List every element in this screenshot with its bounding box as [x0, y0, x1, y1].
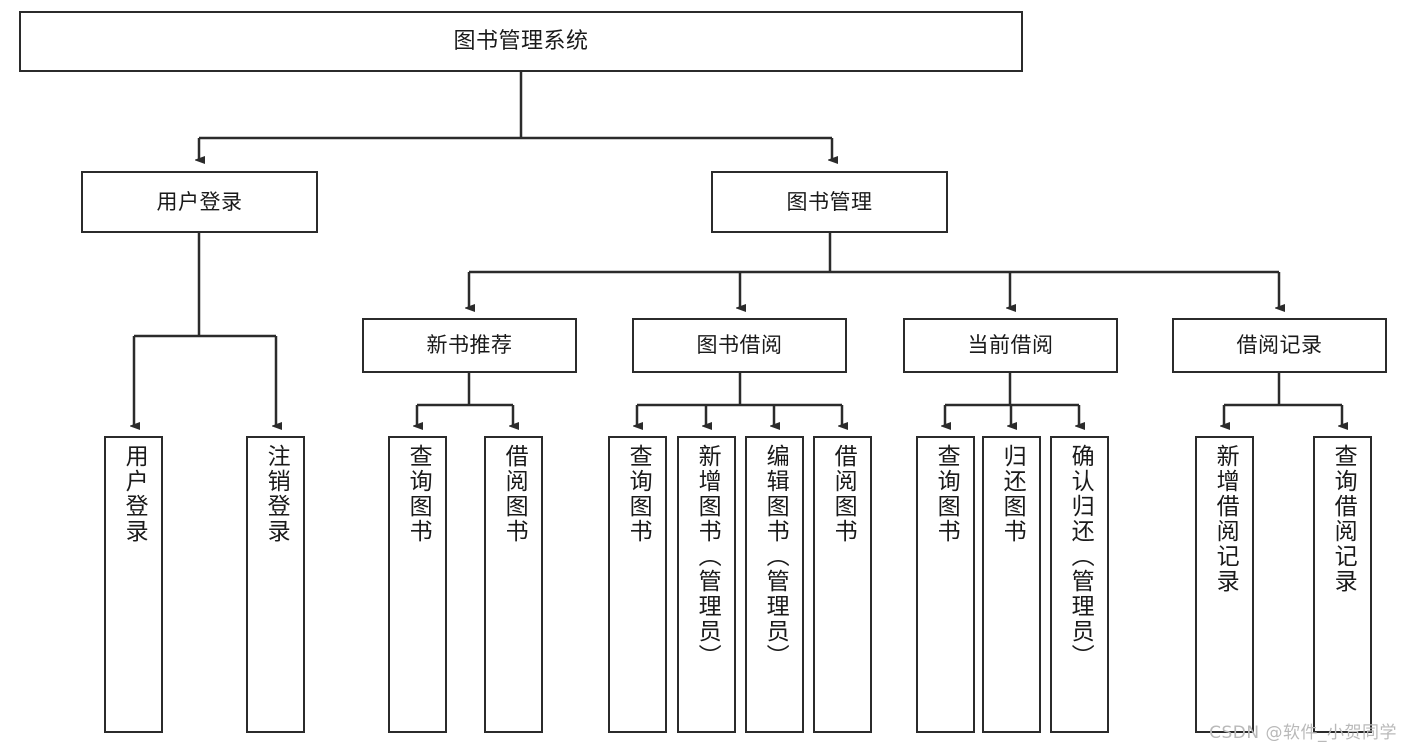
node-current-borrow-label: 当前借阅 [967, 333, 1054, 358]
node-book-borrow-label: 图书借阅 [696, 333, 783, 358]
node-leaf-add-book[interactable]: 新增图书（管理员） [677, 436, 736, 733]
node-borrow-record-label: 借阅记录 [1236, 333, 1323, 358]
node-leaf-query-book-2-label: 查询图书 [625, 444, 652, 544]
node-book-manage[interactable]: 图书管理 [711, 171, 948, 233]
node-leaf-query-record-label: 查询借阅记录 [1330, 444, 1357, 594]
node-leaf-query-book-2[interactable]: 查询图书 [608, 436, 667, 733]
node-book-manage-label: 图书管理 [786, 189, 873, 214]
node-root-label: 图书管理系统 [453, 28, 589, 54]
node-leaf-query-record[interactable]: 查询借阅记录 [1313, 436, 1372, 733]
node-user-login-label: 用户登录 [156, 189, 243, 214]
node-leaf-query-book-1[interactable]: 查询图书 [388, 436, 447, 733]
node-leaf-return-book-label: 归还图书 [999, 444, 1026, 544]
node-leaf-edit-book-label: 编辑图书（管理员） [762, 444, 789, 669]
node-leaf-borrow-book-2[interactable]: 借阅图书 [813, 436, 872, 733]
node-leaf-query-book-3[interactable]: 查询图书 [916, 436, 975, 733]
node-leaf-borrow-book-1[interactable]: 借阅图书 [484, 436, 543, 733]
node-leaf-query-book-3-label: 查询图书 [933, 444, 960, 544]
node-new-book-rec-label: 新书推荐 [426, 333, 513, 358]
node-current-borrow[interactable]: 当前借阅 [903, 318, 1118, 373]
node-borrow-record[interactable]: 借阅记录 [1172, 318, 1387, 373]
node-leaf-add-book-label: 新增图书（管理员） [694, 444, 721, 669]
node-leaf-borrow-book-1-label: 借阅图书 [501, 444, 528, 544]
node-leaf-confirm-return-label: 确认归还（管理员） [1067, 444, 1094, 669]
node-leaf-user-login[interactable]: 用户登录 [104, 436, 163, 733]
node-leaf-return-book[interactable]: 归还图书 [982, 436, 1041, 733]
node-leaf-add-record-label: 新增借阅记录 [1212, 444, 1239, 594]
node-book-borrow[interactable]: 图书借阅 [632, 318, 847, 373]
node-leaf-user-login-label: 用户登录 [121, 444, 148, 544]
node-leaf-logout[interactable]: 注销登录 [246, 436, 305, 733]
node-root[interactable]: 图书管理系统 [19, 11, 1023, 72]
node-leaf-logout-label: 注销登录 [263, 444, 290, 544]
node-leaf-query-book-1-label: 查询图书 [405, 444, 432, 544]
node-user-login[interactable]: 用户登录 [81, 171, 318, 233]
node-leaf-edit-book[interactable]: 编辑图书（管理员） [745, 436, 804, 733]
node-leaf-confirm-return[interactable]: 确认归还（管理员） [1050, 436, 1109, 733]
node-new-book-rec[interactable]: 新书推荐 [362, 318, 577, 373]
node-leaf-borrow-book-2-label: 借阅图书 [830, 444, 857, 544]
watermark: CSDN @软件_小贺同学 [1209, 723, 1397, 743]
node-leaf-add-record[interactable]: 新增借阅记录 [1195, 436, 1254, 733]
